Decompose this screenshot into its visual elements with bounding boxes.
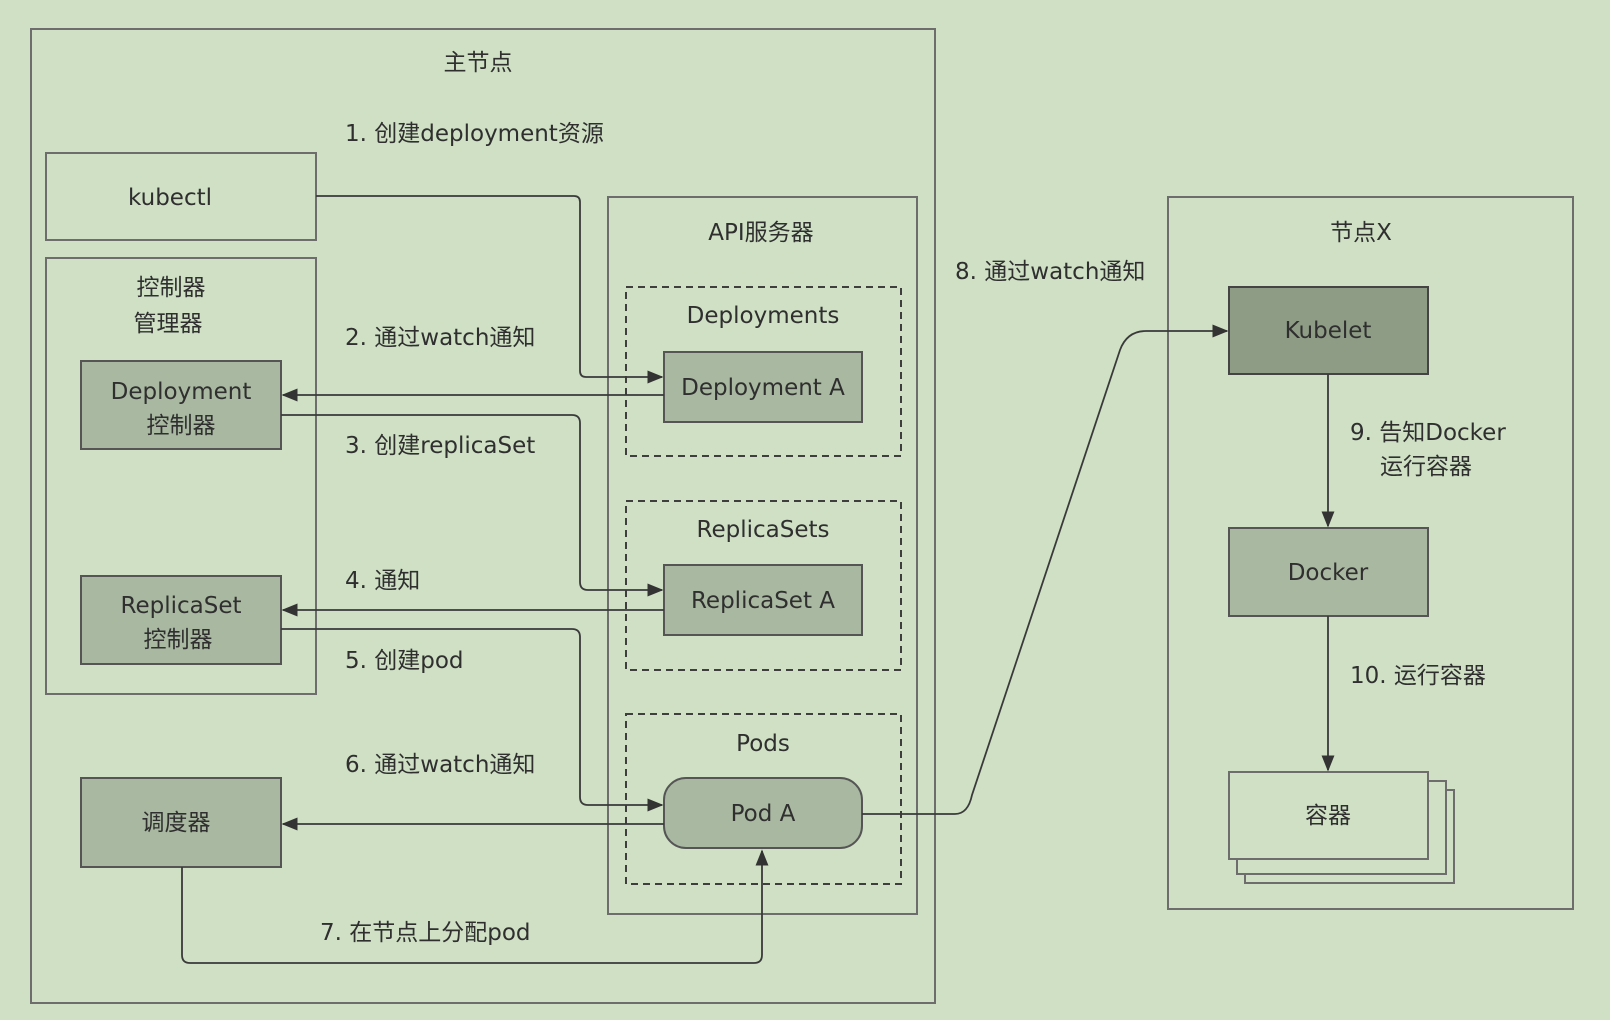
arrow-controller-to-pod-a — [281, 628, 664, 812]
scheduler-label: 调度器 — [142, 810, 211, 836]
controller-manager-label-line1: 控制器 — [137, 275, 206, 301]
step-6-label: 6. 通过watch通知 — [345, 752, 535, 778]
controller-manager-label-line2: 管理器 — [134, 311, 203, 337]
api-server-title: API服务器 — [708, 220, 813, 246]
step-7-label: 7. 在节点上分配pod — [320, 920, 531, 946]
arrow-kubectl-to-deployment-a — [316, 195, 664, 384]
step-10-label: 10. 运行容器 — [1350, 663, 1486, 689]
step-4-label: 4. 通知 — [345, 568, 420, 594]
deployments-group-title: Deployments — [687, 303, 840, 329]
deployment-controller-label-line2: 控制器 — [147, 413, 216, 439]
master-node-frame — [30, 28, 936, 1004]
container-label: 容器 — [1305, 803, 1351, 829]
step-3-label: 3. 创建replicaSet — [345, 433, 535, 459]
replicaset-controller-label-line1: ReplicaSet — [121, 593, 242, 619]
pod-a-box — [663, 777, 863, 849]
replicasets-group — [625, 500, 902, 671]
pods-group-title: Pods — [736, 731, 790, 757]
pod-a-label: Pod A — [731, 801, 796, 827]
deployments-group — [625, 286, 902, 457]
arrow-scheduler-to-pod-a — [181, 849, 769, 964]
arrow-controller-to-replicaset-a — [281, 414, 664, 597]
container-stack-front — [1228, 771, 1429, 860]
pods-group — [625, 713, 902, 885]
controller-manager-box — [45, 257, 317, 695]
master-node-title: 主节点 — [444, 50, 513, 76]
kubectl-label: kubectl — [128, 185, 212, 211]
replicasets-group-title: ReplicaSets — [697, 517, 830, 543]
scheduler-box — [80, 777, 282, 868]
step-8-label: 8. 通过watch通知 — [955, 259, 1145, 285]
arrow-pod-a-to-kubelet — [862, 324, 1229, 815]
node-x-frame — [1167, 196, 1574, 910]
step-2-label: 2. 通过watch通知 — [345, 325, 535, 351]
deployment-controller-box — [80, 360, 282, 450]
step-5-label: 5. 创建pod — [345, 648, 464, 674]
replicaset-a-label: ReplicaSet A — [691, 588, 835, 614]
replicaset-controller-label-line2: 控制器 — [144, 627, 213, 653]
deployment-a-box — [663, 351, 863, 423]
deployment-controller-label-line1: Deployment — [111, 379, 252, 405]
docker-box — [1228, 527, 1429, 617]
step-9-label-line1: 9. 告知Docker — [1350, 420, 1506, 446]
kubelet-label: Kubelet — [1285, 318, 1372, 344]
docker-label: Docker — [1288, 560, 1369, 586]
replicaset-a-box — [663, 564, 863, 636]
deployment-a-label: Deployment A — [681, 375, 845, 401]
node-x-title: 节点X — [1330, 220, 1392, 246]
replicaset-controller-box — [80, 575, 282, 665]
kubelet-box — [1228, 286, 1429, 375]
step-1-label: 1. 创建deployment资源 — [345, 121, 604, 147]
step-9-label-line2: 运行容器 — [1380, 454, 1472, 480]
